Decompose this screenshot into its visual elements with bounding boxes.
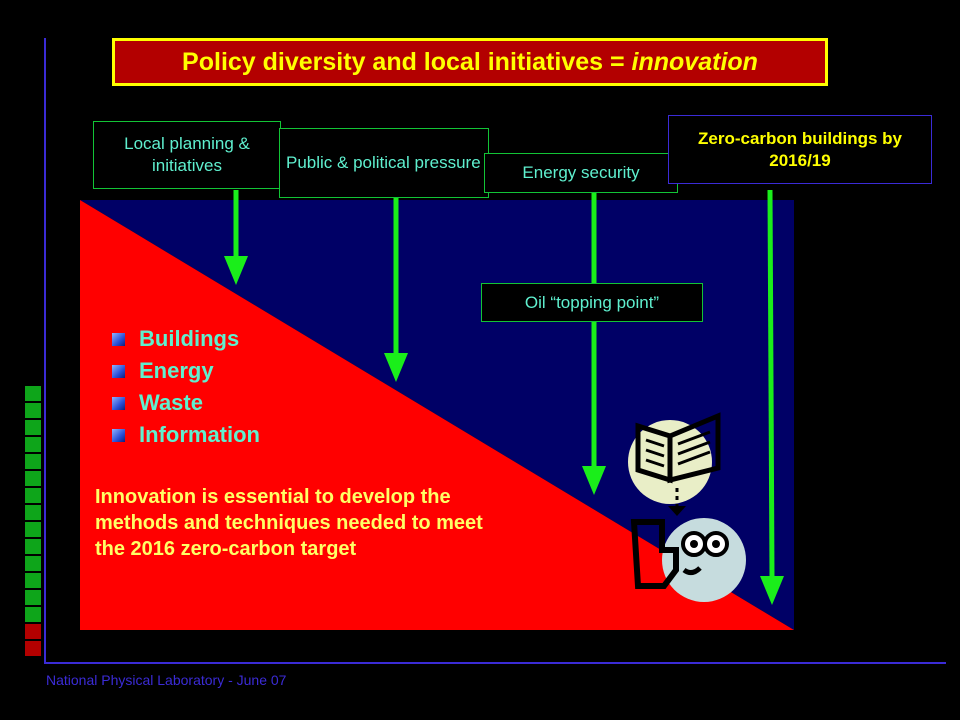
list-item-label: Information: [139, 422, 260, 447]
bullet-square-icon: [112, 332, 125, 346]
red-triangle: [80, 200, 794, 630]
oil-label: Oil “topping point”: [524, 292, 660, 312]
strip-square: [25, 539, 41, 554]
arrow-head-local: [224, 256, 248, 285]
strip-square: [25, 590, 41, 605]
oil-topping-point-box: Oil “topping point”: [481, 283, 703, 322]
list-item-label: Waste: [139, 390, 203, 415]
driver-box-energy-security: Energy security: [484, 153, 678, 193]
innovation-paragraph: Innovation is essential to develop the m…: [95, 486, 483, 560]
driver-box-zero-carbon: Zero-carbon buildings by 2016/19: [668, 115, 932, 184]
strip-square: [25, 471, 41, 486]
strip-square: [25, 437, 41, 452]
bottom-rule: [44, 662, 946, 664]
arrow-head-public: [384, 353, 408, 382]
square-strip: [25, 386, 43, 658]
strip-square: [25, 573, 41, 588]
strip-square: [25, 488, 41, 503]
strip-square: [25, 454, 41, 469]
strip-square: [25, 505, 41, 520]
strip-square: [25, 403, 41, 418]
driver-label: Public & political pressure: [286, 153, 481, 172]
driver-label: Local planning & initiatives: [124, 134, 250, 175]
driver-label: Energy security: [522, 163, 640, 182]
strip-square: [25, 386, 41, 401]
list-item-label: Buildings: [139, 326, 240, 351]
book-icon: [628, 412, 721, 504]
bullet-square-icon: [112, 364, 125, 378]
idea-clipart: [628, 412, 746, 602]
strip-square: [25, 556, 41, 571]
left-rule: [44, 38, 46, 664]
list-item: Information: [112, 419, 260, 451]
strip-square: [25, 641, 41, 656]
bullet-square-icon: [112, 396, 125, 410]
footer-credit: National Physical Laboratory - June 07: [46, 672, 287, 688]
arrow-head-energy: [582, 466, 606, 495]
title-banner: Policy diversity and local initiatives =…: [112, 38, 828, 86]
driver-label: Zero-carbon buildings by 2016/19: [697, 128, 902, 170]
title-text: Policy diversity and local initiatives =: [182, 47, 632, 76]
arrow-shaft-zero: [767, 189, 775, 579]
driver-box-public-pressure: Public & political pressure: [279, 128, 489, 198]
list-item: Waste: [112, 387, 260, 419]
arrow-head-zero: [760, 576, 784, 605]
thinking-face-icon: [630, 518, 746, 602]
bullet-square-icon: [112, 428, 125, 442]
driver-box-local-planning: Local planning & initiatives: [93, 121, 281, 189]
list-item: Buildings: [112, 323, 260, 355]
strip-square: [25, 624, 41, 639]
dotted-arrow-icon: [668, 488, 686, 516]
title-emphasis: innovation: [631, 47, 758, 76]
strip-square: [25, 420, 41, 435]
list-item: Energy: [112, 355, 260, 387]
strip-square: [25, 522, 41, 537]
strip-square: [25, 607, 41, 622]
list-item-label: Energy: [139, 358, 214, 383]
sector-list: Buildings Energy Waste Information: [112, 323, 260, 451]
